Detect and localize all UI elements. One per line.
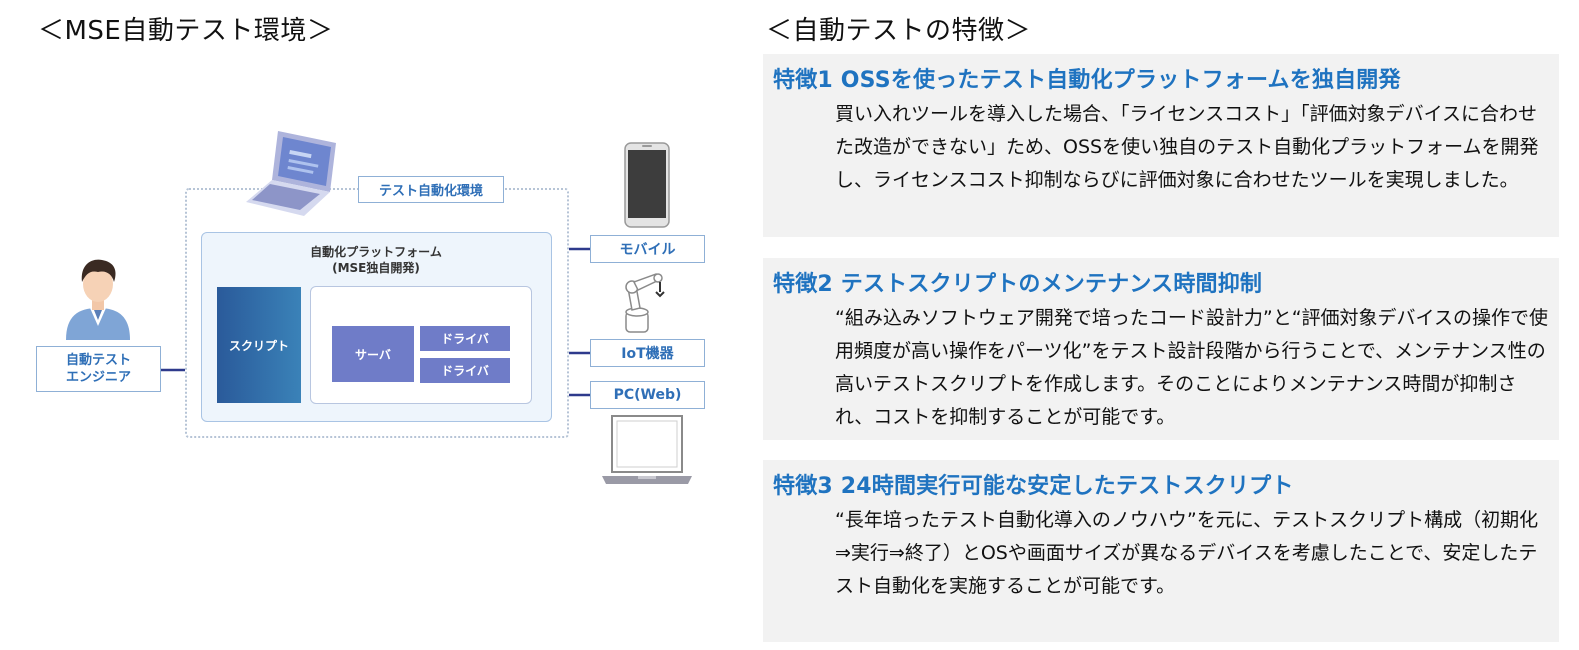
driver-block-1: ドライバ <box>420 326 510 351</box>
laptop-icon <box>246 131 336 216</box>
robot-arm-icon <box>625 273 665 333</box>
test-environment-diagram: テスト自動化環境 自動化プラットフォーム (MSE独自開発) スクリプト サーバ… <box>0 0 760 650</box>
driver-block-2: ドライバ <box>420 358 510 383</box>
test-engineer-label: 自動テスト エンジニア <box>36 346 161 392</box>
feature-body-2: “組み込みソフトウェア開発で培ったコード設計力”と“評価対象デバイスの操作で使用… <box>835 307 1548 428</box>
engineer-label-line2: エンジニア <box>65 370 131 385</box>
script-block: スクリプト <box>217 287 301 403</box>
platform-title-line1: 自動化プラットフォーム <box>310 245 442 259</box>
engineer-person-icon <box>66 259 130 340</box>
feature-body-3: “長年培ったテスト自動化導入のノウハウ”を元に、テストスクリプト構成（初期化⇒実… <box>835 509 1539 597</box>
engineer-label-line1: 自動テスト <box>65 353 131 368</box>
server-block: サーバ <box>332 326 414 382</box>
automation-platform-title: 自動化プラットフォーム (MSE独自開発) <box>300 244 452 276</box>
smartphone-icon <box>624 142 670 228</box>
feature-heading-3: 特徴3 24時間実行可能な安定したテストスクリプト <box>773 474 1294 499</box>
feature-body-1: 買い入れツールを導入した場合、「ライセンスコスト」「評価対象デバイスに合わせた改… <box>835 103 1539 191</box>
left-section-title: ＜MSE自動テスト環境＞ <box>38 16 334 46</box>
feature-panel-3: 特徴3 24時間実行可能な安定したテストスクリプト “長年培ったテスト自動化導入… <box>763 460 1559 642</box>
device-pc-web-label: PC(Web) <box>590 381 705 409</box>
feature-panel-1: 特徴1 OSSを使ったテスト自動化プラットフォームを独自開発 買い入れツールを導… <box>763 54 1559 237</box>
pc-laptop-icon <box>602 415 692 484</box>
right-section-title: ＜自動テストの特徴＞ <box>766 16 1032 46</box>
device-mobile-label: モバイル <box>590 235 705 263</box>
test-automation-environment-label: テスト自動化環境 <box>358 176 504 203</box>
feature-panel-2: 特徴2 テストスクリプトのメンテナンス時間抑制 “組み込みソフトウェア開発で培っ… <box>763 258 1559 440</box>
feature-heading-2: 特徴2 テストスクリプトのメンテナンス時間抑制 <box>773 272 1263 297</box>
device-iot-label: IoT機器 <box>590 339 705 367</box>
feature-heading-1: 特徴1 OSSを使ったテスト自動化プラットフォームを独自開発 <box>773 68 1401 93</box>
platform-title-line2: (MSE独自開発) <box>332 261 420 275</box>
